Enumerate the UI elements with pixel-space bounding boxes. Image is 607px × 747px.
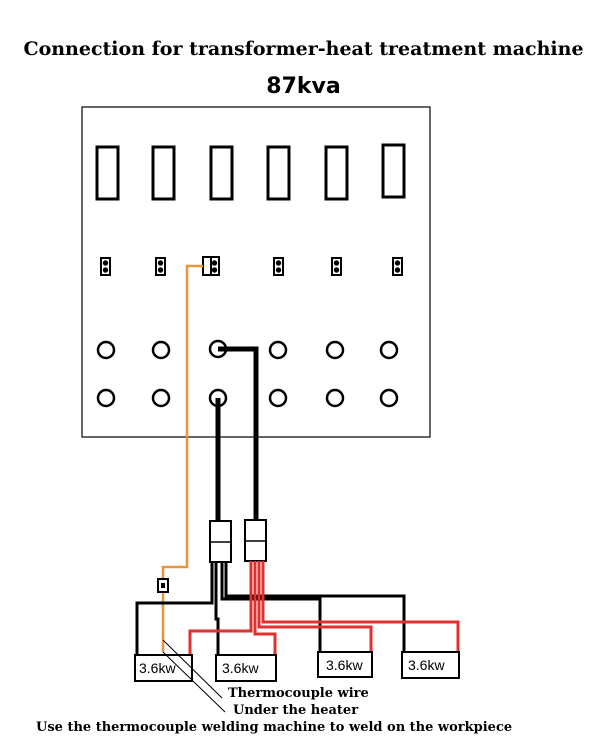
output-slot-4	[266, 145, 291, 201]
annotation-leaders	[162, 639, 226, 713]
terminal-top-4	[268, 340, 288, 360]
tc-socket-3	[202, 256, 220, 276]
tc-socket-5	[331, 257, 342, 276]
tc-socket-6	[392, 257, 403, 276]
tc-socket-4	[273, 257, 284, 276]
under-heater-label: Under the heater	[233, 703, 359, 718]
output-slot-2	[151, 145, 176, 201]
terminal-bottom-6	[379, 388, 399, 408]
heater-3-label: 3.6kw	[326, 657, 363, 673]
output-slot-3	[209, 145, 234, 201]
thermocouple-wire-label: Thermocouple wire	[228, 686, 369, 701]
tc-socket-2	[155, 257, 166, 276]
black-heater-wiring	[135, 562, 406, 655]
heater-2-label: 3.6kw	[222, 660, 259, 676]
power-cables	[215, 346, 259, 522]
cable-connectors	[209, 519, 267, 563]
heater-2	[215, 654, 277, 682]
heater-3	[317, 651, 373, 678]
weld-instruction-label: Use the thermocouple welding machine to …	[36, 720, 513, 735]
power-cable-a	[218, 346, 259, 522]
terminal-bottom-5	[325, 388, 345, 408]
terminal-bottom-2	[151, 388, 171, 408]
tc-socket-1	[100, 257, 111, 276]
terminal-top-2	[151, 340, 171, 360]
terminal-bottom-4	[268, 388, 288, 408]
output-slot-6	[381, 143, 406, 199]
terminal-top-1	[96, 340, 116, 360]
diagram-title: Connection for transformer-heat treatmen…	[23, 38, 584, 60]
terminal-bottom-1	[96, 388, 116, 408]
output-slot-5	[324, 145, 349, 201]
terminal-top-6	[379, 340, 399, 360]
thermocouple-sockets	[100, 256, 403, 276]
red-heater-wiring	[188, 561, 460, 655]
heater-4	[401, 651, 460, 679]
terminal-top-5	[325, 340, 345, 360]
output-slot-1	[95, 145, 120, 201]
output-slots	[95, 143, 406, 201]
heater-1-label: 3.6kw	[139, 660, 176, 676]
heater-4-label: 3.6kw	[408, 657, 445, 673]
power-rating: 87kva	[266, 74, 341, 99]
heaters	[134, 651, 460, 682]
